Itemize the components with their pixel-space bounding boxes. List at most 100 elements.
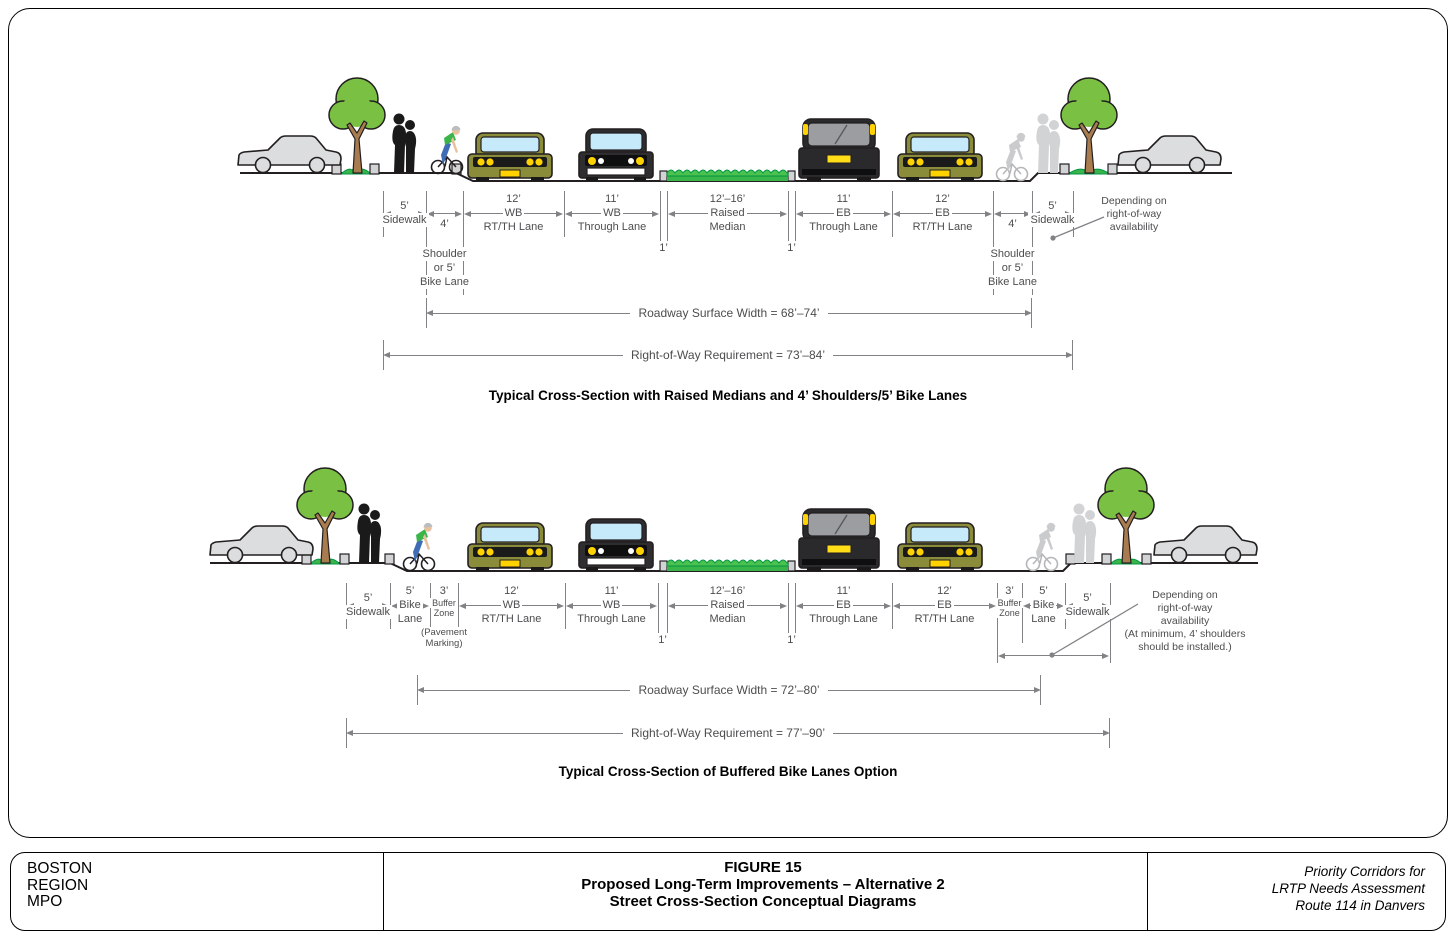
segment-label-line: 12’ [502, 584, 521, 598]
segment-label: 4’ [426, 217, 463, 231]
dimension-tick [1071, 340, 1073, 370]
car-icon [467, 132, 553, 181]
segment-label-line: 12’ [935, 584, 954, 598]
segment-label-line: Sidewalk [380, 213, 429, 227]
dimension-label: Roadway Surface Width = 68’–74’ [630, 306, 828, 320]
segment-label-line: Bike Lane [418, 275, 471, 289]
segment-label-line: Marking) [423, 638, 465, 649]
segment-label-line: RT/TH Lane [912, 612, 977, 626]
cyclist-icon [430, 125, 464, 175]
segment-label-line: RT/TH Lane [479, 612, 544, 626]
footer-divider [1147, 853, 1149, 930]
diagram-caption: Typical Cross-Section of Buffered Bike L… [558, 764, 898, 779]
segment-label-line: 12’ [933, 192, 952, 206]
dimension-tick [417, 675, 419, 705]
footer-org-line: REGION [27, 876, 89, 894]
dimension-tick [1108, 718, 1110, 748]
availability-note-line: should be installed.) [1138, 641, 1232, 653]
segment-label-line: Lane [395, 612, 425, 626]
car-icon [897, 522, 983, 571]
diagram-panel-border [8, 8, 1448, 838]
segment-label-line: Lane [1029, 612, 1058, 626]
dimension-tick [1022, 583, 1024, 643]
street-scene-bottom [209, 467, 1258, 572]
segment-label-line: 1’ [657, 241, 670, 255]
dimension-tick [564, 191, 566, 237]
dimension-tick [430, 583, 432, 643]
suv-icon [798, 508, 880, 571]
right-of-way-dimension: Right-of-Way Requirement = 77’–90’ [346, 718, 1111, 748]
dimension-tick [346, 718, 348, 748]
segment-label-line: Bike [1030, 598, 1057, 612]
parked-car-icon [1153, 525, 1258, 564]
curb-icon [1059, 163, 1070, 175]
dimension-tick [788, 583, 790, 637]
availability-note-line: right-of-way [1157, 602, 1213, 614]
parked-car-icon [209, 525, 314, 564]
figure-number: FIGURE 15 [724, 859, 802, 876]
segment-label-line: 11’ [603, 192, 621, 206]
segment-label-line: 4’ [1006, 217, 1019, 231]
curb-icon [369, 163, 380, 175]
street-scene-top [237, 77, 1232, 182]
tree-icon [296, 467, 354, 564]
segment-label-line: 11’ [602, 584, 621, 598]
tree-icon [1097, 467, 1155, 564]
dimension-tick [660, 191, 662, 245]
segment-label-line: 12’ [504, 192, 523, 206]
dimension-tick [463, 191, 465, 295]
segment-label: 5’Sidewalk [343, 591, 393, 619]
footer-project-line: Route 114 in Danvers [1295, 898, 1425, 913]
curb-icon [384, 553, 395, 565]
dimension-tick [565, 583, 567, 629]
segment-label-line: 5’ [1046, 199, 1059, 213]
segment-label-line: Median [707, 612, 748, 626]
footer-org-line: MPO [27, 893, 63, 910]
curb-icon [1107, 163, 1118, 175]
segment-label-line: WB [600, 598, 623, 612]
raised-median-icon [659, 559, 796, 572]
curb-icon [339, 553, 350, 565]
footer: BOSTON REGION MPO FIGURE 15 Proposed Lon… [10, 852, 1446, 931]
car-icon [467, 522, 553, 571]
dimension-arrow [994, 209, 1031, 218]
dimension-arrow [427, 209, 462, 218]
segment-label: 5’Sidewalk [380, 199, 429, 227]
dimension-tick [795, 191, 797, 245]
suv-icon [798, 118, 880, 181]
segment-label-line: 1’ [785, 241, 798, 255]
segment-label-line: (Pavement [419, 627, 469, 638]
footer-project: Priority Corridors for LRTP Needs Assess… [1137, 853, 1445, 930]
segment-label-line: EB [935, 598, 954, 612]
dimension-tick [458, 583, 460, 643]
diagram-caption: Typical Cross-Section with Raised Median… [488, 388, 968, 403]
roadway-surface-width-dimension: Roadway Surface Width = 68’–74’ [426, 298, 1033, 328]
dimension-tick [993, 191, 995, 295]
segment-label-line: Raised [708, 598, 747, 612]
segment-label-line: or 5’ [999, 261, 1026, 275]
shoulder-extent-arrow [998, 651, 1109, 660]
segment-label-line: Through Lane [575, 220, 649, 234]
segment-label: 1’ [785, 633, 798, 647]
right-of-way-dimension: Right-of-Way Requirement = 73’–84’ [383, 340, 1074, 370]
segment-label-line: or 5’ [431, 261, 458, 275]
segment-label-line: 12’–16’ [707, 192, 748, 206]
curb-icon [1141, 553, 1152, 565]
cyclist-icon [402, 522, 436, 572]
segment-label-line: 4’ [438, 217, 451, 231]
segment-label: 5’Sidewalk [1028, 199, 1077, 227]
segment-label-line: 11’ [834, 584, 853, 598]
